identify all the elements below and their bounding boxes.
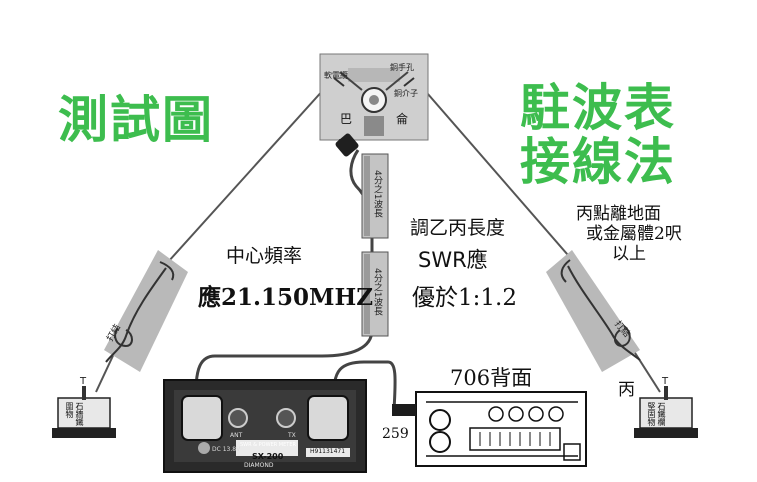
- wire-right-upper: [413, 77, 575, 263]
- connector-label: 259: [382, 426, 409, 442]
- radio-rear-panel: [392, 391, 587, 467]
- title-right-line1: 駐波表: [520, 78, 676, 137]
- meter-brand: DIAMOND: [244, 462, 274, 469]
- title-right-line2: 接線法: [520, 132, 676, 191]
- wire-left-upper: [167, 77, 335, 263]
- point-bing: 丙: [618, 380, 635, 400]
- insulator-left: [104, 250, 188, 372]
- anchor-left: [52, 386, 116, 438]
- anchor-right: [634, 386, 698, 438]
- quarter-wave-label-upper: 4分之1波長: [372, 170, 382, 218]
- center-freq-label: 中心頻率: [226, 245, 303, 267]
- balun-label-right-mid: 銅介子: [394, 89, 418, 98]
- swr-label: SWR應: [418, 248, 488, 272]
- meter-dc-label: DC 13.8V: [212, 446, 241, 453]
- meter-tx-label: TX: [288, 432, 296, 439]
- height-note-line1: 丙點離地面: [576, 204, 661, 224]
- title-left: 測試圖: [58, 90, 214, 149]
- adjust-label: 調乙丙長度: [410, 217, 506, 239]
- insulator-right: [546, 250, 641, 372]
- anchor-right-label: 石鐵欄堅固物: [647, 402, 666, 426]
- coax-plug: [335, 133, 359, 157]
- anchor-left-t: T: [80, 376, 87, 387]
- balun-char-right: 侖: [396, 112, 409, 126]
- height-note-line2: 或金屬體2呎: [586, 224, 682, 244]
- quarter-wave-label-lower: 4分之1波長: [372, 268, 382, 316]
- meter-ant-label: ANT: [230, 432, 243, 439]
- meter-serial: H91131471: [310, 448, 346, 455]
- balun-label-left: 軟電纜: [324, 71, 348, 80]
- rig-label: 706背面: [450, 366, 533, 390]
- meter-model: SX-200: [252, 452, 284, 461]
- swr-meter: SWR & POWER METER: [163, 379, 367, 473]
- anchor-left-label: 石牆鐵圍物: [65, 402, 84, 426]
- center-freq-value: 應21.150MHZ: [198, 284, 374, 311]
- anchor-right-t: T: [662, 376, 669, 387]
- balun-label-right-top: 銅手孔: [390, 63, 414, 72]
- balun: [319, 53, 429, 141]
- height-note-line3: 以上: [612, 244, 646, 264]
- meter-title: SWR & POWER METER: [240, 442, 296, 448]
- balun-char-left: 巴: [340, 112, 353, 126]
- quarter-wave-lower: [361, 251, 389, 337]
- swr-value: 優於1:1.2: [412, 285, 517, 311]
- quarter-wave-upper: [361, 153, 389, 239]
